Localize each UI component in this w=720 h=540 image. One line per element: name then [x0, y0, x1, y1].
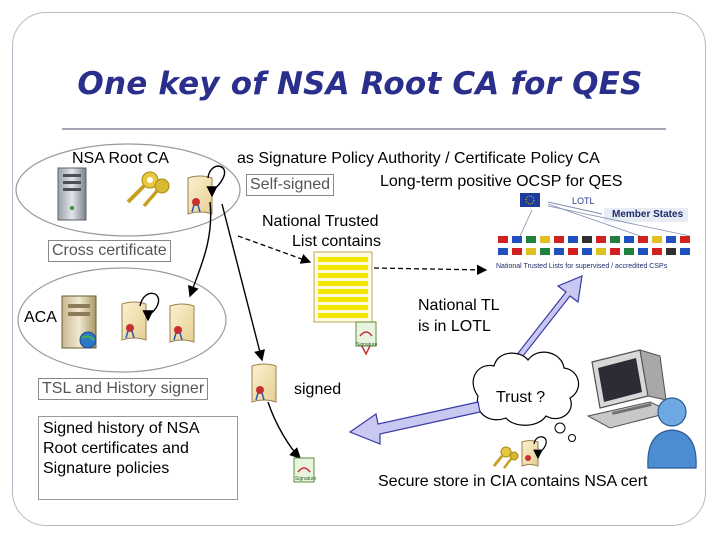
national-trusted-label-line2: List contains — [292, 233, 381, 250]
tl-signature-badge-icon — [355, 321, 377, 356]
root-ca-server-icon — [57, 167, 87, 221]
tsl-history-signer-label: TSL and History signer — [38, 378, 209, 400]
eu-flag-icon — [520, 193, 540, 207]
national-tl-label-line2: is in LOTL — [418, 318, 491, 335]
aca-ellipse — [17, 267, 227, 373]
signed-label: signed — [294, 381, 342, 398]
slide-title: One key of NSA Root CA for QES — [77, 66, 643, 102]
signed-history-box: Signed history of NSA Root certificates … — [38, 416, 238, 500]
national-trusted-label-line1: National Trusted — [262, 213, 379, 230]
long-term-ocsp-label: Long-term positive OCSP for QES — [380, 173, 623, 190]
aca-self-loop — [139, 292, 160, 322]
secure-store-label: Secure store in CIA contains NSA cert — [378, 473, 648, 490]
root-to-tl-dashed-arrow — [237, 235, 312, 264]
root-certificate-icon — [187, 175, 213, 215]
self-signed-loop — [206, 165, 226, 198]
aca-label: ACA — [24, 309, 57, 326]
signed-history-line2: Root certificates and — [43, 440, 189, 457]
national-trusted-list-document — [313, 251, 373, 323]
keys-icon — [126, 171, 170, 208]
trust-thought-cloud — [472, 351, 580, 442]
tl-signature-badge-text: Signature — [356, 342, 378, 348]
secure-store-certificate-icon — [521, 440, 539, 467]
signer-to-history-arrow — [267, 401, 301, 459]
lotl-caption: National Trusted Lists for supervised / … — [496, 263, 668, 270]
history-signature-badge-text: Signature — [295, 476, 317, 482]
history-signature-badge-icon — [293, 457, 315, 483]
computer-workstation-icon — [586, 349, 674, 429]
aca-server-icon — [61, 295, 97, 349]
lotl-tag: LOTL — [572, 196, 595, 206]
nsa-root-ca-ellipse — [15, 143, 241, 237]
trust-to-history-arrow — [348, 401, 481, 445]
signed-history-line3: Signature policies — [43, 460, 170, 477]
cross-certificate-label: Cross certificate — [48, 240, 171, 262]
root-to-signer-arrow — [221, 203, 265, 362]
title-underline — [62, 128, 666, 130]
policy-authority-label: as Signature Policy Authority / Certific… — [237, 150, 600, 167]
self-signed-label: Self-signed — [246, 174, 335, 196]
cross-certificate-icon — [169, 303, 195, 343]
national-tl-label-line1: National TL — [418, 297, 500, 314]
aca-certificate-icon — [121, 301, 147, 341]
member-states-label: Member States — [612, 209, 684, 220]
lotl-panel — [498, 193, 691, 255]
cross-cert-arrow — [188, 201, 212, 298]
member-state-flags — [498, 236, 690, 255]
user-icon — [647, 397, 697, 469]
trust-label: Trust ? — [496, 389, 546, 406]
secure-store-loop — [533, 436, 547, 460]
signed-history-line1: Signed history of NSA — [43, 420, 200, 437]
nsa-root-ca-label: NSA Root CA — [72, 150, 169, 167]
secure-store-keys-icon — [492, 446, 519, 469]
slide-frame — [12, 12, 706, 526]
tsl-signer-certificate-icon — [251, 363, 277, 403]
tl-to-lotl-dashed-arrow — [373, 264, 488, 276]
